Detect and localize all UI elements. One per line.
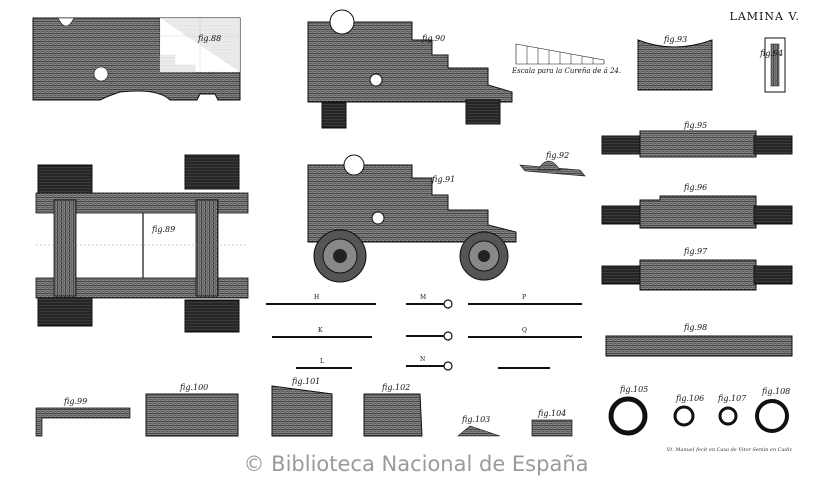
figure-106: fig.106 — [673, 394, 704, 427]
scale-label: Escala para la Cureña de á 24. — [512, 67, 622, 75]
fig-99-label: fig.99 — [63, 397, 87, 406]
figure-98: fig.98 — [605, 323, 793, 357]
fig-88-label: fig.88 — [197, 34, 221, 43]
fig-94-label: fig.94 — [759, 49, 783, 58]
figure-105: fig.105 — [608, 385, 648, 436]
figure-104: fig.104 — [531, 409, 573, 437]
bolts — [266, 303, 582, 369]
fig-107-label: fig.107 — [717, 394, 747, 403]
figure-91: fig.91 — [307, 154, 517, 283]
scale-bar — [515, 43, 605, 65]
figure-103: fig.103 — [457, 415, 501, 437]
figure-97: fig.97 — [601, 247, 793, 291]
figure-89: fig.89 — [35, 154, 249, 333]
fig-104-label: fig.104 — [537, 409, 566, 418]
fig-100-label: fig.100 — [179, 383, 208, 392]
figure-92: fig.92 — [519, 151, 586, 177]
fig-90-label: fig.90 — [421, 34, 445, 43]
figure-90: fig.90 — [307, 9, 513, 129]
fig-106-label: fig.106 — [675, 394, 704, 403]
engraver-signature: Vt. Manuel fecit en Casa de Vitor Semin … — [666, 447, 792, 453]
fig-103-label: fig.103 — [461, 415, 490, 424]
fig-95-label: fig.95 — [683, 121, 707, 130]
fig-97-label: fig.97 — [683, 247, 708, 256]
fig-96-label: fig.96 — [683, 183, 707, 192]
fig-92-label: fig.92 — [545, 151, 569, 160]
figure-93: fig.93 — [637, 35, 713, 91]
plate-title: LAMINA V. — [729, 10, 800, 23]
figure-94: fig.94 — [759, 37, 786, 93]
bolt-q-label: Q — [522, 327, 527, 334]
figure-107: fig.107 — [717, 394, 747, 426]
bolt-l-label: L — [320, 358, 324, 365]
credit-watermark: © Biblioteca Nacional de España — [243, 452, 589, 476]
fig-98-label: fig.98 — [683, 323, 707, 332]
bolt-p-label: P — [522, 294, 526, 301]
fig-91-label: fig.91 — [431, 175, 455, 184]
fig-93-label: fig.93 — [663, 35, 687, 44]
figure-96: fig.96 — [601, 183, 793, 229]
figure-95: fig.95 — [601, 121, 793, 158]
fig-108-label: fig.108 — [761, 387, 790, 396]
figure-102: fig.102 — [363, 383, 423, 437]
fig-101-label: fig.101 — [291, 377, 320, 386]
fig-105-label: fig.105 — [619, 385, 648, 394]
bolt-k-label: K — [318, 327, 323, 334]
bolt-n-label: N — [420, 356, 425, 363]
figure-100: fig.100 — [145, 383, 239, 437]
figure-99: fig.99 — [35, 397, 131, 437]
figure-108: fig.108 — [755, 387, 790, 433]
bolt-m-label: M — [420, 294, 426, 301]
fig-89-label: fig.89 — [151, 225, 175, 234]
figure-88: fig.88 — [32, 17, 241, 101]
bolt-h-label: H — [314, 294, 319, 301]
figure-101: fig.101 — [271, 377, 333, 437]
fig-102-label: fig.102 — [381, 383, 410, 392]
